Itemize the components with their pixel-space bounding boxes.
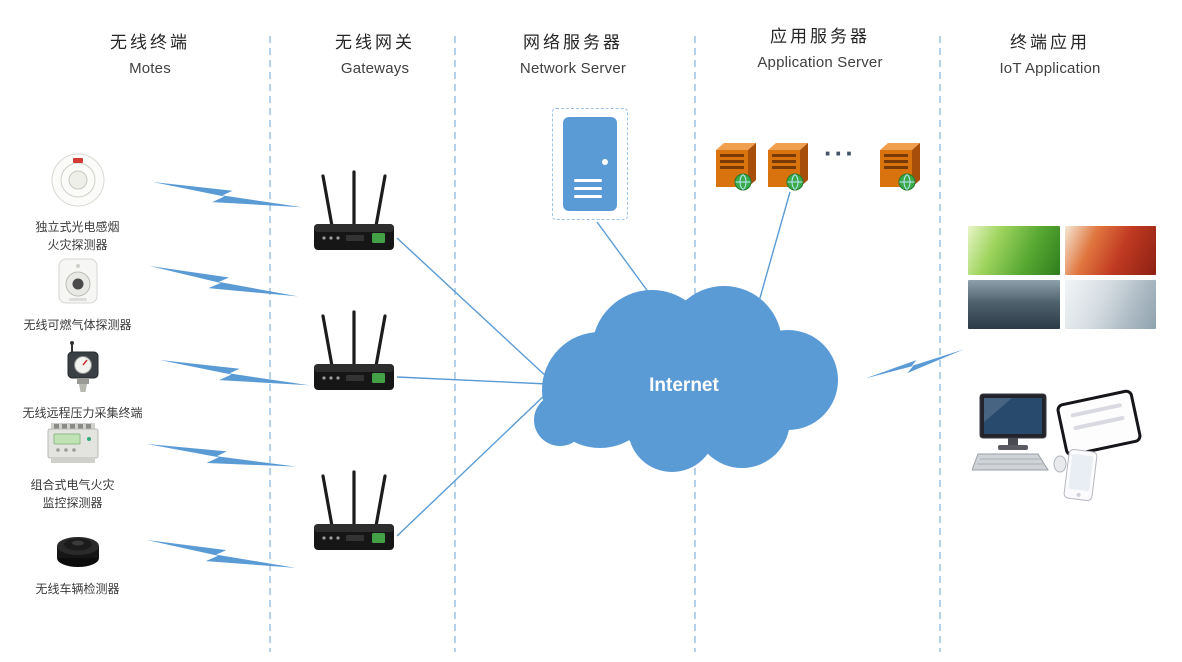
gateway1-cloud-line — [396, 237, 549, 379]
mote-label-vehicle-detector: 无线车辆检测器 — [35, 580, 119, 598]
column-header-gateways: 无线网关 Gateways — [285, 28, 465, 77]
motes-title-en: Motes — [129, 60, 171, 77]
phone-screen — [1068, 453, 1094, 492]
mote-vehicle-detector: 无线车辆检测器 — [0, 528, 155, 598]
mote-label-line: 火灾探测器 — [47, 238, 108, 252]
electrical-fire-monitor-icon — [45, 420, 101, 471]
mote-label-gas-detector: 无线可燃气体探测器 — [23, 316, 131, 334]
column-separators — [269, 36, 941, 652]
server-led-dot — [602, 159, 608, 165]
application-photos — [968, 226, 1156, 329]
mote-label-line: 无线车辆检测器 — [35, 582, 120, 596]
gateways-title-zh: 无线网关 — [335, 33, 415, 52]
pressure-sensor-icon — [60, 340, 106, 399]
mote-label-pressure-sensor: 无线远程压力采集终端 — [22, 404, 142, 422]
network-server-title-en: Network Server — [519, 60, 627, 77]
gateway-router-1 — [308, 168, 400, 260]
network-server-icon — [552, 108, 628, 220]
mote-label-smoke-detector: 独立式光电感烟 火灾探测器 — [35, 218, 119, 254]
mote-smoke-detector: 独立式光电感烟 火灾探测器 — [0, 150, 155, 254]
smoke-detector-icon — [49, 150, 107, 213]
router-icon — [314, 170, 394, 250]
column-header-application-server: 应用服务器 Application Server — [720, 22, 920, 71]
mote-label-line: 无线远程压力采集终端 — [22, 406, 143, 420]
industrial-pipes-photo — [1064, 226, 1156, 275]
mote-gas-detector: 无线可燃气体探测器 — [0, 256, 155, 334]
lightning-bolt-icon-4 — [146, 443, 297, 467]
app-server-ellipsis: ··· — [824, 138, 856, 168]
motes-title-zh: 无线终端 — [110, 33, 190, 52]
gateways-title-en: Gateways — [340, 60, 410, 77]
mote-label-line: 组合式电气火灾 — [30, 478, 115, 492]
mote-label-electrical-fire-monitor: 组合式电气火灾 监控探测器 — [30, 476, 114, 512]
server-vent-bars — [574, 179, 602, 198]
mote-pressure-sensor: 无线远程压力采集终端 — [5, 340, 160, 422]
smartphone-icon — [1063, 448, 1098, 502]
column-header-network-server: 网络服务器 Network Server — [483, 28, 663, 77]
lightning-bolt-icon-2 — [149, 265, 298, 297]
mote-electrical-fire-monitor: 组合式电气火灾 监控探测器 — [0, 420, 150, 512]
network-server-title-zh: 网络服务器 — [523, 33, 623, 52]
lightning-bolt-icon-5 — [146, 539, 296, 568]
router-icon — [314, 310, 394, 390]
router-icon — [314, 470, 394, 550]
iot-application-title-en: IoT Application — [999, 60, 1101, 77]
gateway-router-2 — [308, 308, 400, 400]
app-server-cloud-line — [755, 191, 791, 313]
column-header-iot-application: 终端应用 IoT Application — [950, 28, 1150, 77]
vehicle-detector-icon — [53, 528, 103, 575]
desktop-computer-icon — [971, 392, 1072, 484]
radio-link-bolts — [146, 181, 964, 568]
mote-label-line: 监控探测器 — [42, 496, 103, 510]
column-header-motes: 无线终端 Motes — [60, 28, 240, 77]
gateway3-cloud-line — [396, 391, 549, 537]
phone-home-button — [1075, 492, 1081, 498]
iot-application-title-zh: 终端应用 — [1010, 33, 1090, 52]
greenhouse-photo — [968, 226, 1060, 275]
gateway-router-3 — [308, 468, 400, 560]
server-body — [563, 117, 617, 211]
internet-cloud: Internet — [534, 286, 838, 472]
application-server-title-zh: 应用服务器 — [770, 27, 870, 46]
app-server-icon-1 — [712, 140, 758, 192]
gateway2-cloud-line — [396, 376, 549, 385]
workshop-photo — [1064, 280, 1156, 329]
factory-aisle-photo — [968, 280, 1060, 329]
application-server-title-en: Application Server — [757, 54, 883, 71]
mote-label-line: 独立式光电感烟 — [35, 220, 120, 234]
lightning-bolt-icon-3 — [159, 359, 310, 386]
gas-detector-icon — [55, 256, 101, 311]
app-server-icon-3 — [876, 140, 922, 192]
lightning-bolt-icon-cloud-apps — [865, 349, 964, 379]
app-server-icon-2 — [764, 140, 810, 192]
mote-label-line: 无线可燃气体探测器 — [23, 318, 132, 332]
internet-label: Internet — [649, 375, 719, 396]
lightning-bolt-icon-1 — [152, 181, 303, 208]
